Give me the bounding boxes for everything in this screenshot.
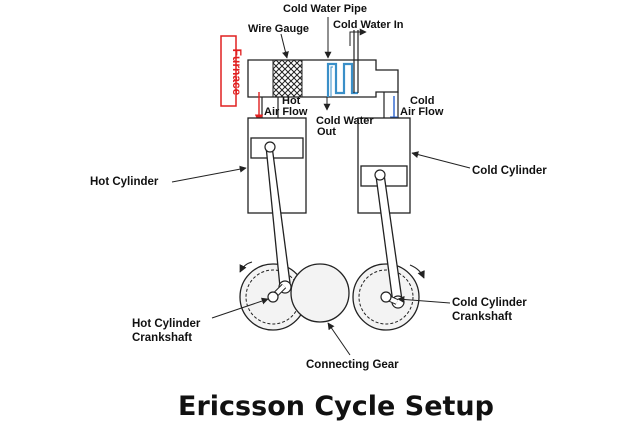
wire-gauge-mesh <box>272 59 303 98</box>
diagram-title: Ericsson Cycle Setup <box>178 391 494 422</box>
hot-piston <box>250 137 304 159</box>
label-hot-crankshaft-line2: Crankshaft <box>132 332 192 344</box>
hot-connecting-rod <box>264 141 292 303</box>
label-wire-gauge: Wire Gauge <box>248 23 309 35</box>
label-cold-cylinder: Cold Cylinder <box>472 165 547 177</box>
cold-cylinder-leader <box>411 151 471 169</box>
regenerator-housing <box>247 59 399 98</box>
connecting-gear <box>290 263 350 323</box>
label-hot: Hot <box>282 95 301 107</box>
label-hot-crankshaft-line1: Hot Cylinder <box>132 318 201 330</box>
label-cold-water-out-line1: Cold Water <box>316 115 374 127</box>
label-hot-air-flow: Air Flow <box>264 106 308 118</box>
label-hot-cylinder: Hot Cylinder <box>90 176 159 188</box>
cold-rotation-arrow <box>409 264 425 279</box>
label-cold-water-in: Cold Water In <box>333 19 404 31</box>
connecting-gear-leader <box>327 322 351 356</box>
furnace: Furnace <box>220 35 244 107</box>
cold-cylinder <box>357 117 411 214</box>
cold-crankshaft-leader <box>397 295 451 304</box>
label-connecting-gear: Connecting Gear <box>306 359 399 371</box>
label-cold-air-flow: Air Flow <box>400 106 444 118</box>
hot-rotation-arrow <box>239 261 253 273</box>
label-cold-crankshaft-line2: Crankshaft <box>452 311 512 323</box>
furnace-label: Furnace <box>230 49 244 96</box>
hot-crankshaft-leader <box>211 297 269 319</box>
label-cold-water-out-line2: Out <box>317 126 336 138</box>
cold-water-pipe-coil <box>326 62 358 97</box>
wire-gauge-leader <box>280 33 289 59</box>
label-cold-crankshaft-line1: Cold Cylinder <box>452 297 527 309</box>
label-cold: Cold <box>410 95 434 107</box>
label-cold-water-pipe: Cold Water Pipe <box>283 3 367 15</box>
hot-cylinder-leader <box>171 165 247 183</box>
